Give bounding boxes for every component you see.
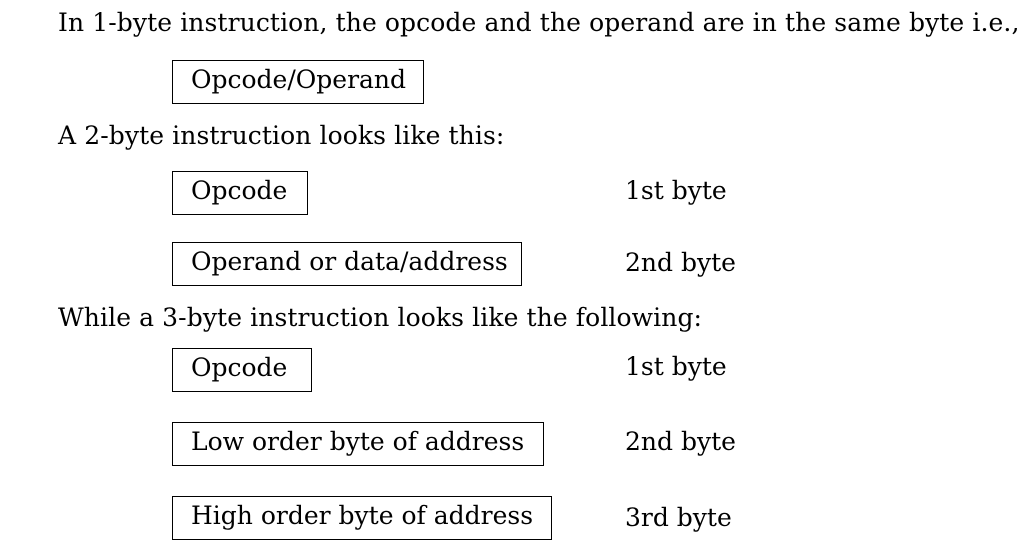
two-byte-label-1: 1st byte bbox=[625, 176, 727, 205]
three-byte-opcode-box: Opcode bbox=[172, 348, 312, 392]
intro-2byte-text: A 2-byte instruction looks like this: bbox=[58, 121, 505, 150]
intro-1byte-text: In 1-byte instruction, the opcode and th… bbox=[58, 8, 1020, 37]
two-byte-label-2: 2nd byte bbox=[625, 248, 736, 277]
three-byte-high-order-box: High order byte of address bbox=[172, 496, 552, 540]
intro-3byte-text: While a 3-byte instruction looks like th… bbox=[58, 303, 703, 332]
three-byte-label-1: 1st byte bbox=[625, 352, 727, 381]
three-byte-low-order-box: Low order byte of address bbox=[172, 422, 544, 466]
two-byte-opcode-box: Opcode bbox=[172, 171, 308, 215]
three-byte-label-3: 3rd byte bbox=[625, 503, 732, 532]
three-byte-label-2: 2nd byte bbox=[625, 427, 736, 456]
two-byte-operand-box: Operand or data/address bbox=[172, 242, 522, 286]
opcode-operand-box: Opcode/Operand bbox=[172, 60, 424, 104]
